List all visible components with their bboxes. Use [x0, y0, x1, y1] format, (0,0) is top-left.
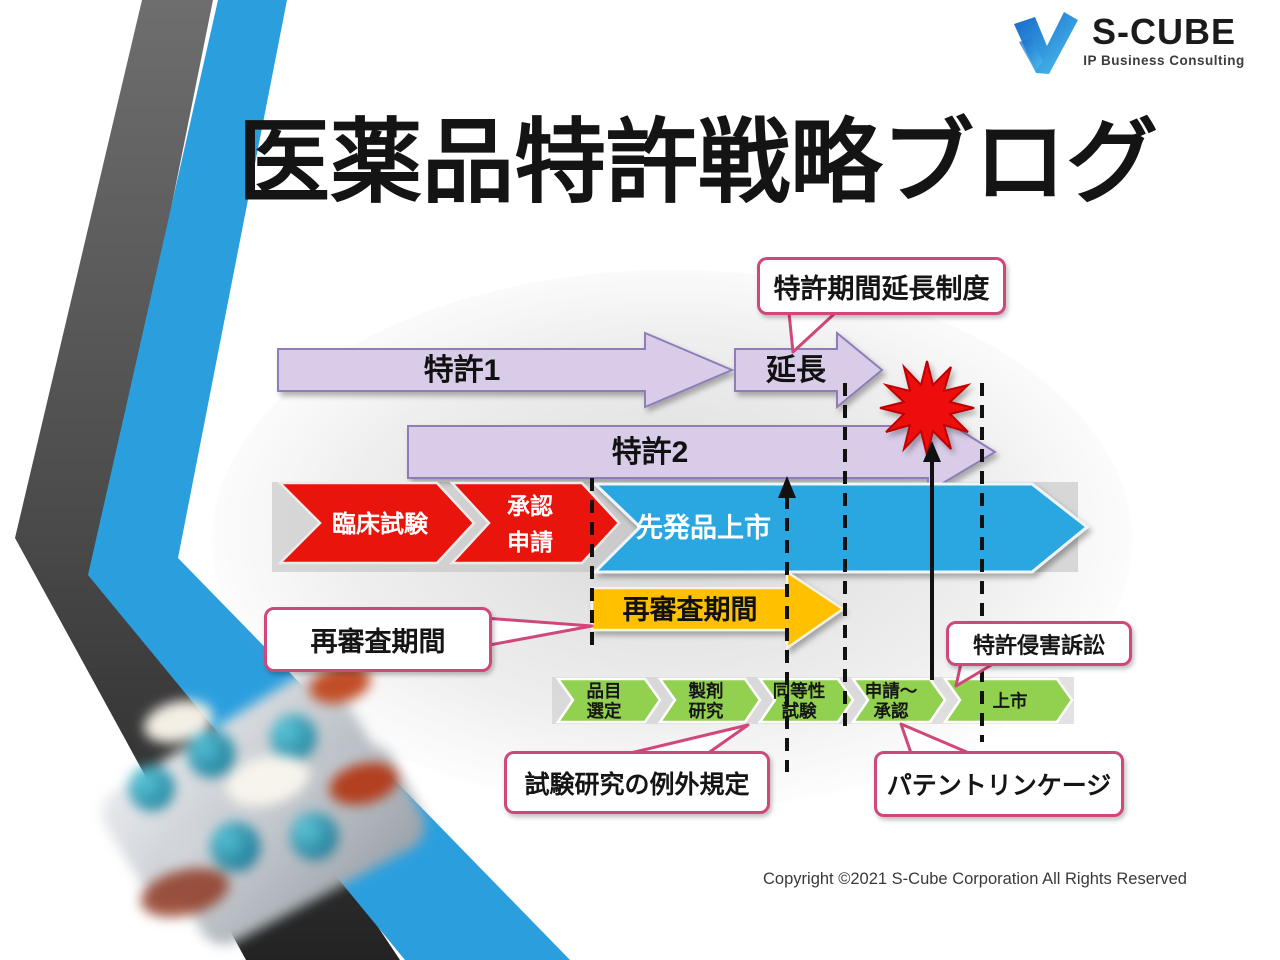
callout-research-exception: 試験研究の例外規定: [504, 751, 770, 814]
logo-brand-text: S-CUBE: [1091, 11, 1236, 52]
approval-label-line1: 承認: [507, 493, 553, 519]
logo-tagline-text: IP Business Consulting: [1083, 53, 1245, 68]
originator-launch-chevron: [591, 482, 1090, 574]
generic-step1-line1: 品目: [587, 681, 622, 701]
generic-step3-line1: 同等性: [773, 681, 826, 701]
generic-step3-line2: 試験: [782, 701, 817, 721]
patent2-label: 特許2: [612, 436, 689, 469]
approval-application-chevron: [449, 481, 621, 565]
generic-step-formulation: [657, 677, 762, 724]
equivalence-up-arrowhead: [778, 476, 796, 498]
generic-step2-line2: 研究: [689, 701, 724, 721]
callout-reexamination: 再審査期間: [264, 607, 492, 672]
s-cube-logo: S-CUBE IP Business Consulting: [1064, 11, 1264, 69]
infringement-arrowhead: [923, 441, 941, 462]
generic-step-item-selection: [555, 677, 662, 724]
generic-step4-line1: 申請〜: [865, 681, 918, 701]
s-cube-logo-icon-accent: [1019, 38, 1043, 71]
clinical-trial-chevron: [276, 481, 476, 565]
generic-step5-label: 上市: [993, 691, 1028, 711]
callout-extension-system: 特許期間延長制度: [757, 257, 1006, 315]
patent1-label: 特許1: [424, 354, 501, 387]
patent1-arrow: [277, 331, 735, 409]
callout-patent-linkage: パテントリンケージ: [874, 751, 1124, 817]
clinical-trial-label: 臨床試験: [332, 510, 429, 538]
generic-step-launch: [942, 677, 1074, 724]
reexamination-arrow-label: 再審査期間: [623, 595, 758, 625]
originator-launch-label: 先発品上市: [636, 512, 771, 543]
callout-infringement: 特許侵害訴訟: [946, 621, 1132, 666]
approval-label-line2: 申請: [507, 529, 553, 555]
page-title: 医薬品特許戦略ブログ: [238, 112, 1159, 214]
extension-label: 延長: [765, 354, 827, 387]
generic-step2-line1: 製剤: [688, 681, 724, 701]
generic-step-equivalence: [757, 677, 855, 724]
ribbon-gray-stripe: [15, 0, 400, 960]
generic-step1-line2: 選定: [587, 701, 622, 721]
generic-step4-line2: 承認: [874, 701, 909, 721]
copyright-text: Copyright ©2021 S-Cube Corporation All R…: [763, 870, 1187, 888]
